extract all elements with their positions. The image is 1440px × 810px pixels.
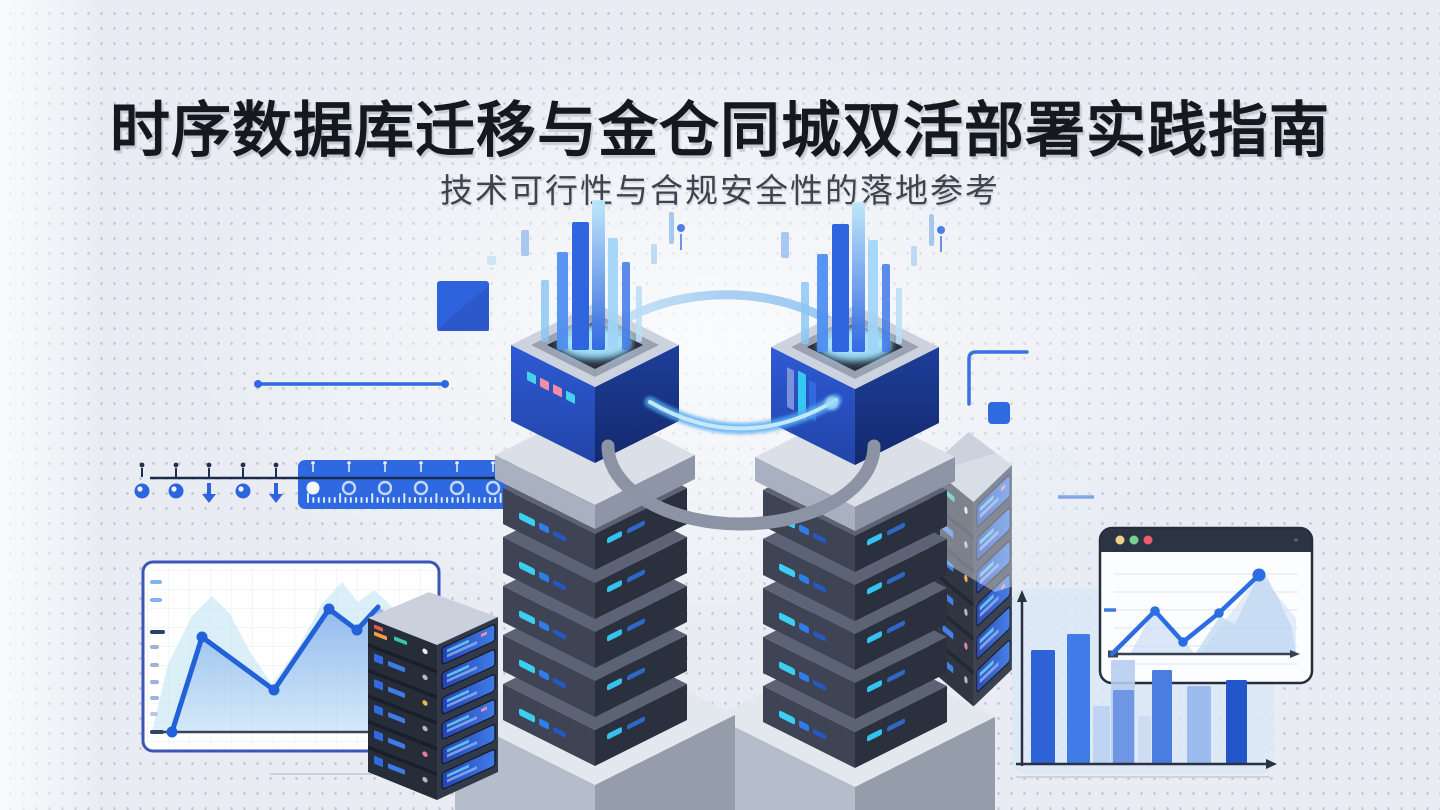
status-dot-icon: [134, 483, 150, 499]
browser-window: [1098, 526, 1314, 685]
browser-line-series: [1108, 568, 1300, 658]
page-title: 时序数据库迁移与金仓同城双活部署实践指南: [110, 97, 1330, 164]
browser-traffic-lights: [1115, 535, 1153, 545]
bar-chart: [1016, 590, 1277, 769]
page-subtitle: 技术可行性与合规安全性的落地参考: [440, 172, 1000, 209]
browser-minimize-icon: [1115, 535, 1125, 545]
left-tower-cap-lights: [527, 371, 575, 404]
ghost-cube: [940, 440, 1095, 592]
timeline-ruler: [134, 460, 513, 509]
status-dot-icon: [168, 483, 184, 499]
arrow-down-icon: [202, 483, 216, 503]
sync-ring-bottom-arc: [601, 394, 881, 531]
bar-series: [1031, 634, 1247, 764]
cyan-square-decoration: [487, 256, 496, 265]
browser-close-icon: [1143, 535, 1153, 545]
ruler-pin-icons: [311, 461, 495, 472]
ruler-tick-marks: [307, 493, 507, 503]
y-axis-arrow-icon: [1017, 590, 1027, 602]
status-dot-icon: [235, 483, 251, 499]
browser-menu-dot: [1294, 538, 1298, 542]
browser-title-bar: [1101, 529, 1311, 552]
blue-line-connector: [254, 380, 449, 388]
small-server-rack-left: [367, 591, 499, 801]
browser-area-fill: [1195, 568, 1296, 654]
timeline-pin-icons: [139, 462, 279, 477]
blue-square-decoration: [437, 281, 489, 331]
corner-bracket-decoration: [967, 350, 1029, 424]
timeline-marker-icons: [134, 483, 283, 503]
browser-expand-icon: [1129, 535, 1139, 545]
arrow-down-icon: [269, 483, 283, 503]
x-axis-arrow-icon: [1266, 759, 1277, 769]
ruler-circle-icons: [306, 480, 501, 496]
